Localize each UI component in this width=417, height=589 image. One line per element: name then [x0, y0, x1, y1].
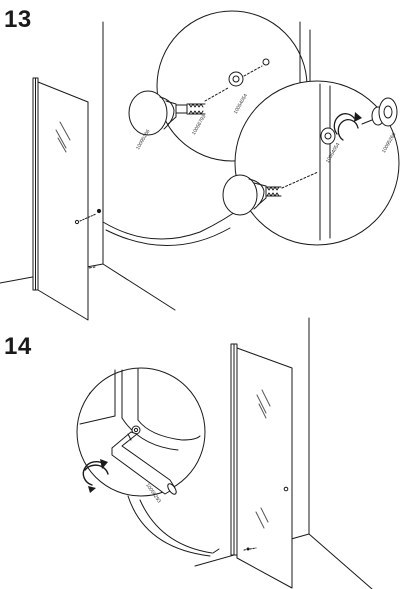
washer-icon	[228, 71, 244, 87]
rotate-arrow-icon	[82, 459, 109, 493]
allen-key-icon	[111, 431, 177, 495]
screw-icon	[175, 103, 206, 115]
step-13-number: 13	[4, 6, 32, 33]
knob-icon	[222, 174, 267, 216]
step-13-zoom-bottom: 10054054 10095266	[222, 80, 400, 246]
knob-icon	[128, 90, 177, 136]
step-14-number: 14	[4, 333, 32, 360]
step-14-zoom: 10056293	[76, 367, 206, 504]
step-14-callout-pointer	[139, 499, 213, 554]
washer-icon	[320, 127, 336, 145]
screw-icon	[265, 186, 282, 197]
step-13-glass-panel	[32, 77, 102, 321]
step-14-glass-panel	[212, 343, 293, 589]
rotate-arrow-icon	[333, 112, 362, 141]
step-13-callout-pointer	[102, 204, 246, 240]
knob-icon	[361, 97, 398, 127]
